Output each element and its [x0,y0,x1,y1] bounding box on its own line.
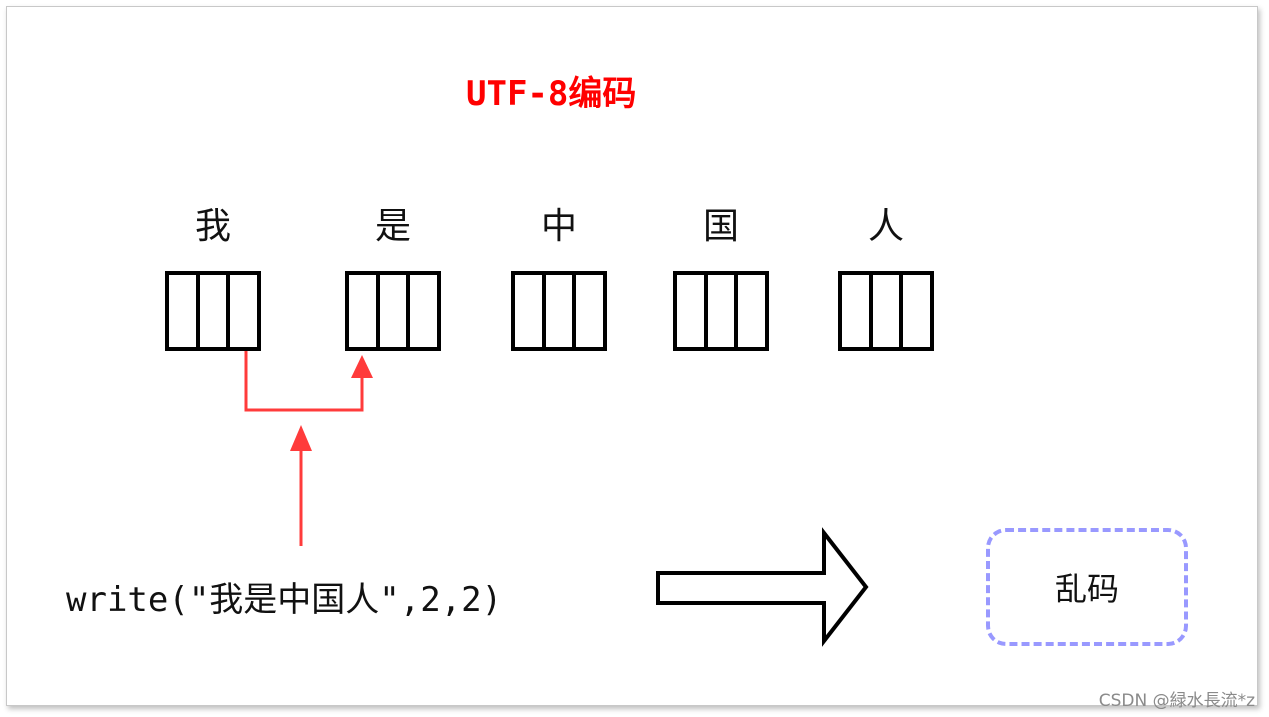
byte-cell [200,275,231,347]
byte-cell [873,275,904,347]
pointer-arrowhead [290,425,312,451]
char-label-2: 是 [374,206,411,247]
byte-cell [546,275,577,347]
char-label-1: 我 [194,206,231,247]
code-call: write("我是中国人",2,2) [66,580,503,620]
char-label-4: 国 [702,206,739,247]
byte-box-5 [838,271,934,351]
char-label-5: 人 [867,206,904,247]
byte-box-2 [345,271,441,351]
result-box: 乱码 [986,528,1188,646]
result-label: 乱码 [1054,570,1119,608]
diagram-title: UTF-8编码 [466,74,637,114]
byte-box-4 [673,271,769,351]
offset-arrowhead [351,355,373,378]
byte-cell [349,275,380,347]
watermark: CSDN @緑水長流*z [1098,691,1255,711]
char-label-3: 中 [540,206,577,247]
byte-cell [380,275,411,347]
byte-box-1 [165,271,261,351]
byte-cell [169,275,200,347]
diagram-frame [6,6,1258,706]
byte-cell [677,275,708,347]
byte-cell [842,275,873,347]
byte-cell [708,275,739,347]
result-arrow [656,527,869,647]
byte-box-3 [511,271,607,351]
byte-cell [515,275,546,347]
offset-bracket-line [244,351,364,412]
